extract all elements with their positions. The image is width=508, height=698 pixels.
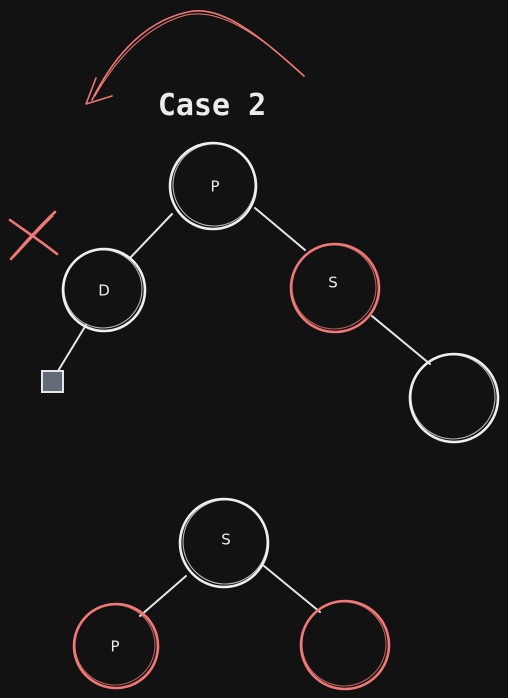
node-label: S — [328, 274, 338, 292]
edge-p-d — [129, 213, 173, 259]
delete-cross-icon — [8, 210, 59, 261]
edge-d-null — [57, 324, 87, 372]
node-circle-sketch — [410, 354, 496, 440]
node-circle — [178, 497, 270, 589]
node-p: P — [72, 602, 160, 690]
node-d: D — [61, 247, 147, 333]
node-s: S — [289, 242, 381, 334]
node-circle-sketch — [301, 601, 387, 687]
node-circle — [289, 242, 381, 334]
edge-s-p — [139, 575, 187, 617]
tree-after: S P — [72, 497, 391, 691]
node-circle-sketch — [63, 249, 143, 329]
edge-p-s — [254, 207, 306, 251]
node-circle — [299, 599, 391, 691]
edge-s-child — [263, 565, 321, 613]
node-s: S — [178, 497, 270, 589]
node-label: P — [110, 638, 119, 656]
node-circle — [168, 141, 258, 231]
node-circle — [408, 352, 500, 444]
node-circle-sketch — [74, 604, 156, 686]
node-circle-sketch — [291, 244, 377, 330]
node-circle — [61, 247, 147, 333]
node-child — [299, 599, 391, 691]
node-label: D — [98, 282, 110, 300]
rotation-arrow-icon — [85, 10, 305, 105]
node-label: P — [210, 178, 219, 196]
tree-before: P D S — [8, 141, 500, 444]
node-circle-sketch — [172, 143, 256, 227]
node-circle-sketch — [182, 499, 268, 585]
node-circle — [72, 602, 160, 690]
node-p: P — [168, 141, 258, 231]
null-leaf-square-icon — [41, 370, 64, 393]
edge-s-child — [371, 315, 431, 365]
node-label: S — [221, 531, 231, 549]
node-s-child — [408, 352, 500, 444]
diagram-title: Case 2 — [158, 88, 266, 123]
